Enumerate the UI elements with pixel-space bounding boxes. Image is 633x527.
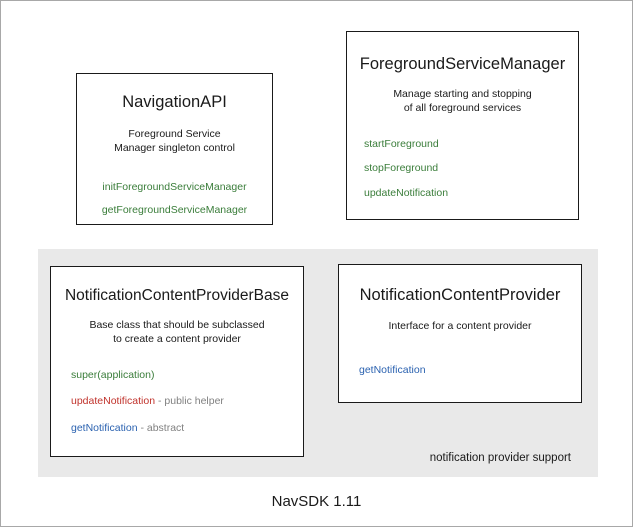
method-name: stopForeground xyxy=(364,162,439,175)
method-item: getForegroundServiceManager xyxy=(77,204,272,217)
method-list-foreground-service-manager: startForeground stopForeground updateNot… xyxy=(347,138,578,200)
description-line: to create a content provider xyxy=(113,332,241,345)
class-description-notification-content-provider: Interface for a content provider xyxy=(339,320,581,334)
class-box-notification-content-provider: NotificationContentProvider Interface fo… xyxy=(338,264,582,403)
method-name: getForegroundServiceManager xyxy=(101,204,248,217)
method-list-notification-content-provider-base: super(application) updateNotification - … xyxy=(51,369,303,435)
method-name: updateNotification xyxy=(364,186,449,199)
description-line: Interface for a content provider xyxy=(388,319,532,332)
method-name: updateNotification xyxy=(71,395,156,408)
description-line: Manager singleton control xyxy=(114,141,235,154)
class-title-notification-content-provider: NotificationContentProvider xyxy=(359,286,561,304)
method-note: - abstract xyxy=(137,421,185,434)
method-name: super(application) xyxy=(71,368,155,381)
method-item: updateNotification xyxy=(364,187,578,200)
description-line: Foreground Service xyxy=(128,127,221,140)
method-name: initForegroundServiceManager xyxy=(102,180,247,193)
method-note: - public helper xyxy=(155,395,224,408)
class-description-foreground-service-manager: Manage starting and stopping of all fore… xyxy=(347,88,578,116)
method-item: getNotification xyxy=(359,364,581,377)
class-description-navigation-api: Foreground Service Manager singleton con… xyxy=(77,128,272,156)
group-panel-label: notification provider support xyxy=(429,452,571,464)
diagram-caption: NavSDK 1.11 xyxy=(271,493,362,510)
method-list-notification-content-provider: getNotification xyxy=(339,364,581,377)
method-name: startForeground xyxy=(364,137,439,150)
class-box-foreground-service-manager: ForegroundServiceManager Manage starting… xyxy=(346,31,579,220)
method-item: stopForeground xyxy=(364,162,578,175)
method-item: startForeground xyxy=(364,138,578,151)
description-line: Manage starting and stopping xyxy=(393,87,532,100)
description-line: Base class that should be subclassed xyxy=(89,318,265,331)
method-item: updateNotification - public helper xyxy=(71,395,303,408)
class-title-notification-content-provider-base: NotificationContentProviderBase xyxy=(64,287,289,304)
class-title-foreground-service-manager: ForegroundServiceManager xyxy=(359,55,566,73)
method-list-navigation-api: initForegroundServiceManager getForegrou… xyxy=(77,181,272,217)
method-item: super(application) xyxy=(71,369,303,382)
class-title-navigation-api: NavigationAPI xyxy=(122,93,227,111)
method-item: getNotification - abstract xyxy=(71,422,303,435)
description-line: of all foreground services xyxy=(403,101,522,114)
class-box-navigation-api: NavigationAPI Foreground Service Manager… xyxy=(76,73,273,225)
class-description-notification-content-provider-base: Base class that should be subclassed to … xyxy=(51,319,303,347)
class-box-notification-content-provider-base: NotificationContentProviderBase Base cla… xyxy=(50,266,304,457)
method-item: initForegroundServiceManager xyxy=(77,181,272,194)
method-name: getNotification xyxy=(71,421,138,434)
method-name: getNotification xyxy=(359,363,426,376)
